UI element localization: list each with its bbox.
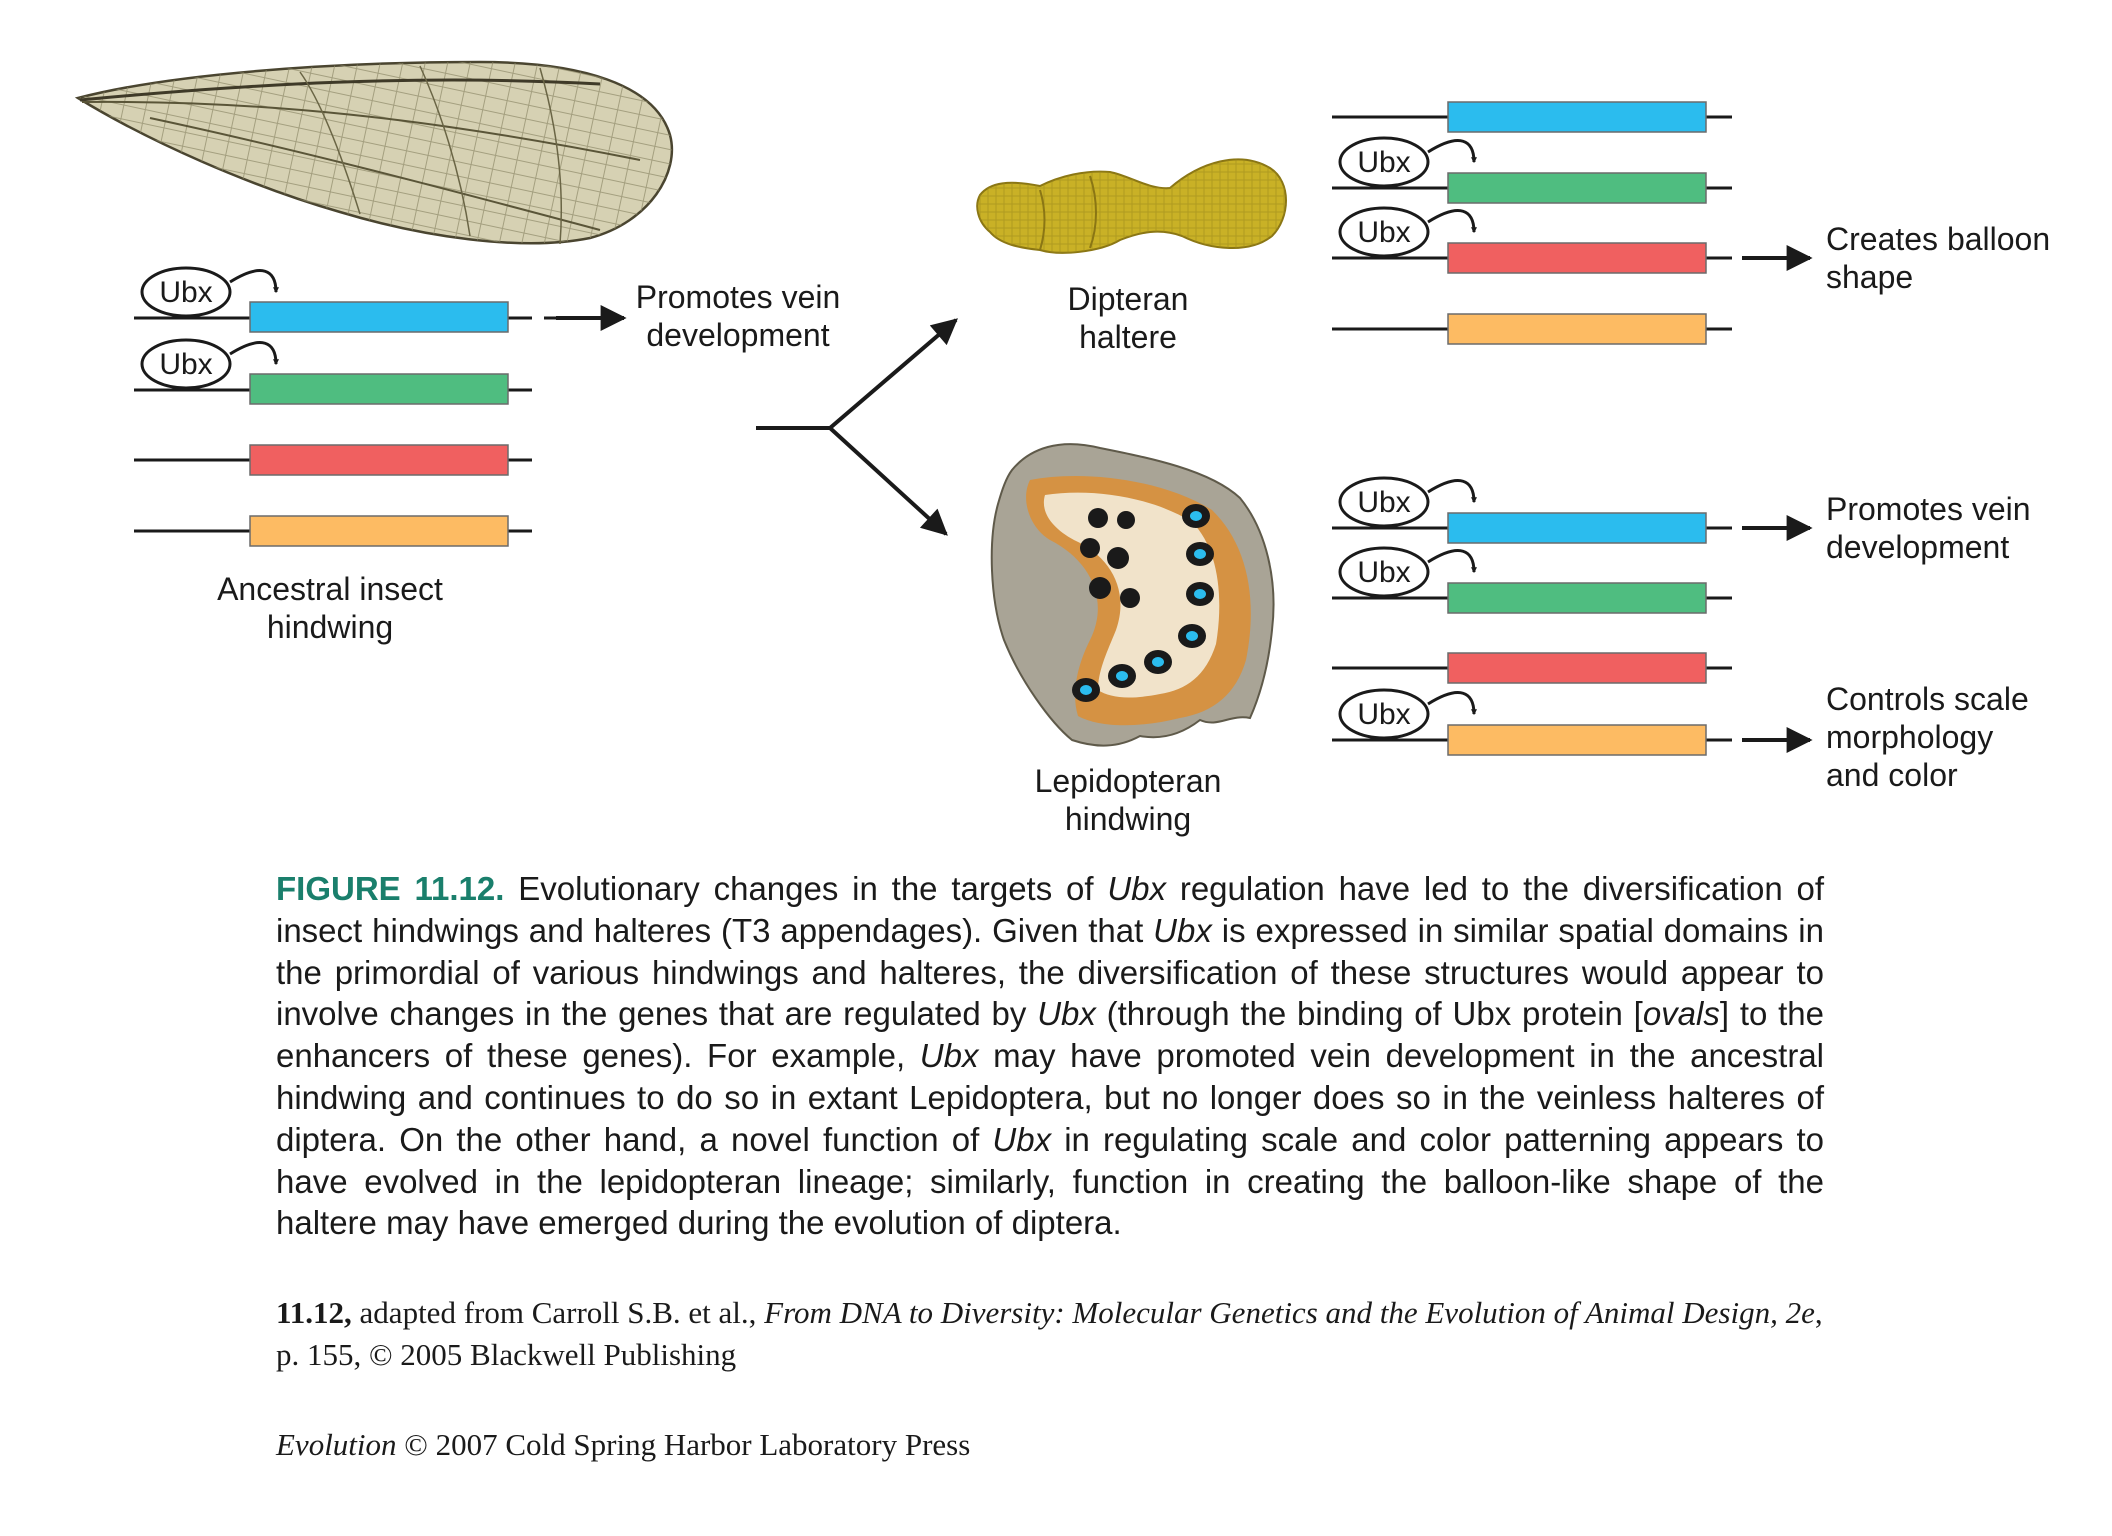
- gene-bar-orange: [1447, 724, 1707, 756]
- dipteran-name-label: Dipteran: [1068, 281, 1189, 317]
- dipteran-gene-set: Ubx Ubx: [1332, 101, 1732, 345]
- ancestral-effect-label: development: [646, 317, 829, 353]
- lepidopteran-gene-set: Ubx Ubx Ubx: [1332, 476, 1732, 756]
- caption-text: (through the binding of Ubx protein [: [1095, 995, 1643, 1033]
- figure-number: FIGURE 11.12.: [276, 870, 505, 907]
- ubx-oval: Ubx: [1338, 688, 1477, 740]
- caption-gene-name: Ubx: [1107, 870, 1167, 907]
- ubx-oval: Ubx: [1338, 546, 1477, 598]
- caption-text: regulation have led to the diversificati…: [276, 870, 1824, 949]
- gene-bar-red: [1447, 652, 1707, 684]
- lepidopteran-name-label: Lepidopteran: [1035, 763, 1222, 799]
- credit-book-title: From DNA to Diversity: Molecular Genetic…: [764, 1295, 1815, 1330]
- ubx-label: Ubx: [159, 276, 212, 309]
- figure-caption: FIGURE 11.12. Evolutionary changes in th…: [276, 868, 1824, 1244]
- gene-bar-green: [249, 373, 509, 405]
- ubx-oval: Ubx: [1338, 206, 1477, 258]
- eyespots: [1072, 504, 1214, 702]
- gene-bar-green: [1447, 172, 1707, 204]
- caption-gene-name: Ubx: [1037, 995, 1096, 1033]
- dipteran-effect-label: shape: [1826, 259, 1913, 295]
- gene-bar-orange: [249, 515, 509, 547]
- lepidopteran-wing-image: [990, 443, 1275, 747]
- branch-arrows: [756, 318, 958, 536]
- wing-spots: [1080, 508, 1140, 608]
- caption-text: is expressed in similar spatial domains …: [276, 911, 1824, 1033]
- ubx-label: Ubx: [1357, 146, 1410, 179]
- gene-bar-orange: [1447, 313, 1707, 345]
- copyright-book-title: Evolution: [276, 1427, 397, 1462]
- caption-gene-name: Ubx: [992, 1120, 1052, 1158]
- ancestral-gene-set: Ubx Ubx: [134, 266, 556, 547]
- caption-gene-name: Ubx: [919, 1037, 979, 1075]
- lepidopteran-vein-label: development: [1826, 529, 2009, 565]
- ubx-label: Ubx: [1357, 698, 1410, 731]
- ancestral-effect-label: Promotes vein: [636, 279, 841, 315]
- copyright-text: © 2007 Cold Spring Harbor Laboratory Pre…: [396, 1427, 971, 1462]
- ubx-oval: Ubx: [140, 266, 279, 318]
- gene-bar-green: [1447, 582, 1707, 614]
- figure-credit: 11.12, adapted from Carroll S.B. et al.,…: [276, 1292, 1824, 1376]
- ubx-label: Ubx: [1357, 556, 1410, 589]
- ancestral-name-label: hindwing: [267, 609, 393, 645]
- gene-bar-blue: [1447, 101, 1707, 133]
- copyright-line: Evolution © 2007 Cold Spring Harbor Labo…: [276, 1424, 1824, 1466]
- ancestral-name-label: Ancestral insect: [217, 571, 443, 607]
- ancestral-wing-image: [74, 60, 674, 245]
- caption-text: may have promoted vein development in th…: [276, 1037, 1824, 1158]
- caption-text: Evolutionary changes in the targets of: [504, 870, 1108, 907]
- ubx-oval: Ubx: [1338, 476, 1477, 528]
- lepidopteran-vein-label: Promotes vein: [1826, 491, 2031, 527]
- lepidopteran-scale-label: Controls scale: [1826, 681, 2029, 717]
- caption-gene-name: Ubx: [1153, 911, 1212, 949]
- credit-ref: 11.12,: [276, 1295, 352, 1330]
- gene-bar-red: [1447, 242, 1707, 274]
- ubx-label: Ubx: [159, 348, 212, 381]
- ubx-oval: Ubx: [140, 338, 279, 390]
- dipteran-haltere-image: [976, 158, 1287, 254]
- ubx-label: Ubx: [1357, 486, 1410, 519]
- gene-bar-blue: [1447, 512, 1707, 544]
- lepidopteran-name-label: hindwing: [1065, 801, 1191, 837]
- caption-text: ] to the enhancers of these genes). For …: [276, 995, 1824, 1075]
- ubx-label: Ubx: [1357, 216, 1410, 249]
- credit-text: , p. 155, © 2005 Blackwell Publishing: [276, 1295, 1823, 1372]
- caption-text: in regulating scale and color patterning…: [276, 1120, 1825, 1242]
- caption-emphasis: ovals: [1642, 995, 1720, 1033]
- lepidopteran-scale-label: morphology: [1826, 719, 1993, 755]
- gene-bar-red: [249, 444, 509, 476]
- dipteran-effect-label: Creates balloon: [1826, 221, 2050, 257]
- dipteran-name-label: haltere: [1079, 319, 1177, 355]
- ubx-oval: Ubx: [1338, 136, 1477, 188]
- credit-text: adapted from Carroll S.B. et al.,: [351, 1295, 765, 1330]
- lepidopteran-scale-label: and color: [1826, 757, 1958, 793]
- gene-bar-blue: [249, 301, 509, 333]
